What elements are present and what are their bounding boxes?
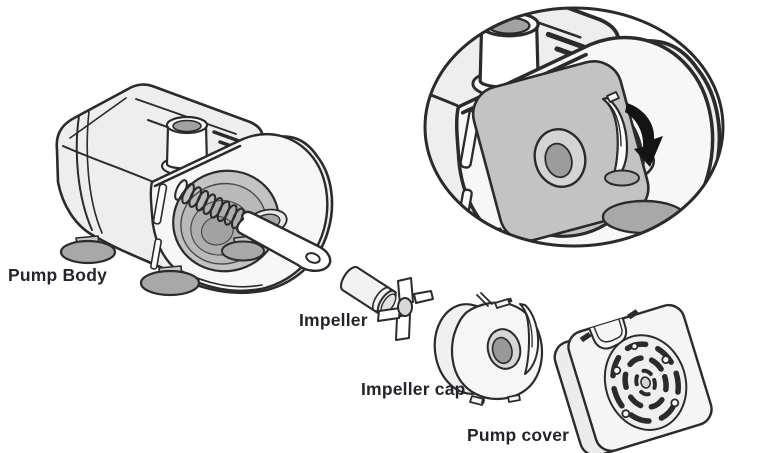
impeller-illustration bbox=[340, 266, 434, 341]
pull-handle bbox=[235, 210, 332, 273]
impeller-cap-illustration bbox=[433, 292, 544, 406]
rotation-arrow bbox=[625, 103, 663, 167]
detail-callout bbox=[423, 6, 725, 248]
callout-ellipse-border bbox=[423, 6, 725, 248]
pump-cover-label: Pump cover bbox=[467, 425, 570, 445]
impeller-cap-label: Impeller cap bbox=[361, 379, 466, 399]
impeller-label: Impeller bbox=[299, 310, 368, 330]
pump-body-illustration bbox=[54, 82, 334, 297]
cap-clip bbox=[601, 91, 629, 186]
cover-grille bbox=[603, 334, 688, 431]
pump-cover-illustration bbox=[553, 303, 713, 453]
pump-body-label: Pump Body bbox=[8, 265, 108, 285]
cap-pin bbox=[476, 292, 493, 307]
